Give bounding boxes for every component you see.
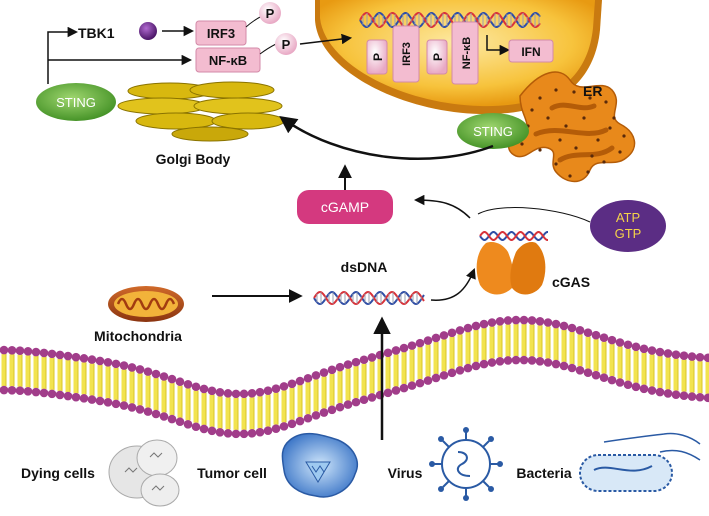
cell-membrane: [0, 315, 709, 439]
nfkb-p-label: P: [282, 37, 291, 52]
dying-cells-label: Dying cells: [21, 465, 95, 481]
nuclear-irf3-protein: IRF3: [392, 25, 420, 83]
gtp-label: GTP: [615, 226, 642, 241]
nfkb-label: NF-κB: [209, 53, 247, 68]
ifn-box: IFN: [508, 39, 554, 63]
nuclear-p-irf3: P: [366, 39, 388, 75]
nuclear-irf3-label: IRF3: [401, 42, 413, 66]
cytosolic-dsdna-helix: [313, 290, 425, 306]
dying-cells-illustration: [108, 439, 180, 507]
virus-illustration: [429, 427, 503, 501]
sting-golgi-label: STING: [56, 95, 96, 110]
irf3-phosphate: P: [259, 2, 281, 24]
dsdna-to-cgas-arrow: [430, 268, 476, 301]
nfkb-phosphate: P: [275, 33, 297, 55]
nuclear-dna-helix: [359, 12, 541, 28]
ifn-transcription-arrow: [486, 35, 511, 56]
cgamp-label: cGAMP: [321, 199, 369, 215]
cgamp-box: cGAMP: [297, 190, 393, 224]
bacteria-label: Bacteria: [516, 465, 571, 481]
tbk1-molecule: [139, 22, 157, 40]
tumor-cell-illustration: [281, 432, 359, 498]
cgas-label: cGAS: [552, 274, 590, 290]
nuclear-p-nfkb: P: [426, 39, 448, 75]
cgas-enzyme: [476, 242, 546, 295]
mitochondria-label: Mitochondria: [94, 328, 182, 344]
atp-gtp-oval: ATP GTP: [590, 200, 666, 252]
cgas-dna-helix: [479, 231, 548, 241]
irf3-protein: IRF3: [195, 20, 247, 46]
er-to-golgi-arrow: [279, 115, 494, 161]
cgas-to-cgamp-arrow: [413, 194, 471, 219]
dsdna-label: dsDNA: [341, 259, 388, 275]
er-label: ER: [583, 83, 602, 99]
tumor-cell-label: Tumor cell: [197, 465, 267, 481]
sting-er: STING: [457, 113, 529, 149]
mitochondria: [108, 286, 184, 322]
tbk1-label: TBK1: [78, 25, 115, 41]
virus-label: Virus: [388, 465, 423, 481]
irf3-label: IRF3: [207, 26, 235, 41]
golgi-body: [117, 81, 285, 142]
nuclear-p2-label: P: [431, 53, 445, 61]
nfkb-protein: NF-κB: [195, 47, 261, 73]
sting-golgi: STING: [36, 83, 116, 121]
irf3-p-label: P: [266, 6, 275, 21]
nuclear-p-label: P: [371, 53, 385, 61]
ifn-label: IFN: [521, 45, 540, 59]
atp-label: ATP: [616, 210, 640, 225]
nuclear-nfkb-label: NF-κB: [461, 37, 473, 69]
bacteria-illustration: [579, 432, 701, 492]
sting-to-tbk1-arrow: [47, 26, 79, 84]
sting-er-label: STING: [473, 124, 513, 139]
endoplasmic-reticulum: [507, 71, 636, 183]
to-nucleus-arrow: [299, 33, 353, 45]
golgi-label: Golgi Body: [156, 151, 231, 167]
nuclear-nfkb-protein: NF-κB: [451, 21, 479, 85]
